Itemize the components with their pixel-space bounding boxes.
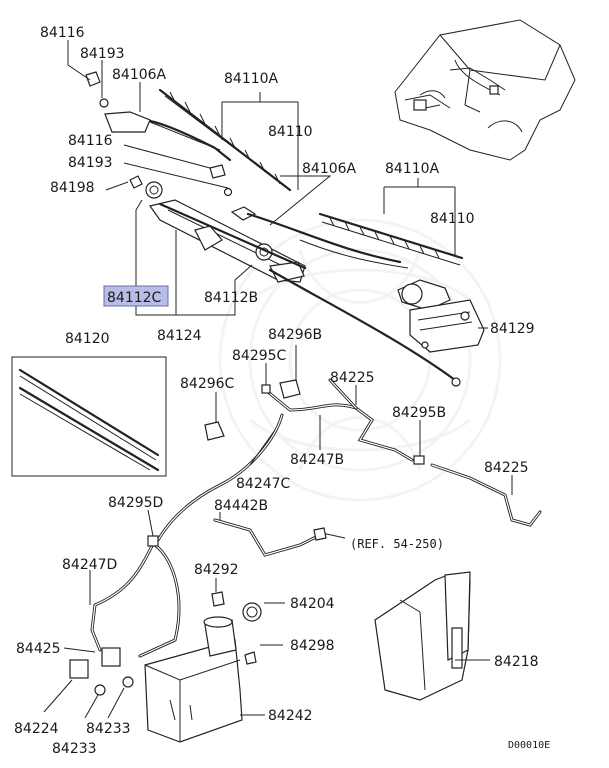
washer-hose-84442B[interactable]: [138, 518, 322, 658]
leader-lines: [43, 40, 513, 719]
nut-84193-mid[interactable]: [223, 187, 233, 197]
diagram-code: D00010E: [508, 740, 550, 751]
label-84442B[interactable]: 84442B: [214, 498, 268, 514]
label-84295C[interactable]: 84295C: [232, 348, 287, 364]
label-84295B[interactable]: 84295B: [392, 405, 446, 421]
grommet-84233-b[interactable]: [122, 676, 134, 688]
label-84116-mid[interactable]: 84116: [68, 133, 113, 149]
label-84112C[interactable]: 84112C: [107, 290, 162, 306]
label-84425[interactable]: 84425: [16, 641, 61, 657]
label-ref-54-250[interactable]: (REF. 54-250): [350, 537, 444, 551]
label-84242[interactable]: 84242: [268, 708, 313, 724]
clip-84296C[interactable]: [204, 421, 225, 441]
blade-refill-box: [11, 356, 167, 477]
washer-pump-84425[interactable]: [69, 647, 121, 679]
label-84193-mid[interactable]: 84193: [68, 155, 113, 171]
label-84233-bottom[interactable]: 84233: [52, 741, 97, 757]
label-84247B[interactable]: 84247B: [290, 452, 344, 468]
wiper-arm-left[interactable]: [104, 111, 232, 162]
label-84204[interactable]: 84204: [290, 596, 335, 612]
bolt-84198[interactable]: [129, 175, 143, 189]
label-84129[interactable]: 84129: [490, 321, 535, 337]
label-84296B[interactable]: 84296B: [268, 327, 322, 343]
label-84292[interactable]: 84292: [194, 562, 239, 578]
nut-84193-top[interactable]: [99, 98, 109, 108]
washer-hose-84247B[interactable]: [266, 390, 414, 462]
label-84247C[interactable]: 84247C: [236, 476, 291, 492]
label-84233-right[interactable]: 84233: [86, 721, 131, 737]
cap-84292[interactable]: [211, 591, 225, 607]
grommet-84204[interactable]: [242, 602, 262, 622]
washer-hose-84225-right[interactable]: [430, 463, 542, 527]
clip-84296B[interactable]: [279, 379, 301, 399]
label-84224[interactable]: 84224: [14, 721, 59, 737]
grommet-84233-a[interactable]: [94, 684, 106, 696]
label-84225-right[interactable]: 84225: [484, 460, 529, 476]
cap-84116-top[interactable]: [85, 71, 101, 87]
label-84247D[interactable]: 84247D: [62, 557, 117, 573]
washer-hose-84225-top[interactable]: [328, 378, 358, 410]
washer-tank-84242[interactable]: [144, 616, 243, 743]
label-84193-top[interactable]: 84193: [80, 46, 125, 62]
cap-84116-mid[interactable]: [209, 164, 226, 179]
wiper-motor-84129[interactable]: [397, 279, 485, 353]
highlight-badge: [103, 285, 169, 307]
label-84218[interactable]: 84218: [494, 654, 539, 670]
label-84110A-left[interactable]: 84110A: [224, 71, 279, 87]
joint-84295C[interactable]: [261, 384, 271, 394]
ref-connector: [313, 527, 346, 541]
joint-84295D[interactable]: [147, 535, 159, 547]
joint-84295B[interactable]: [413, 445, 425, 465]
label-84110-left[interactable]: 84110: [268, 124, 313, 140]
wiper-arm-right[interactable]: [230, 206, 409, 269]
watermark-emblem: [218, 218, 502, 502]
part-labels: 84116 84193 84106A 84110A 84110 84116 84…: [14, 25, 550, 757]
label-84225-top[interactable]: 84225: [330, 370, 375, 386]
label-84110-right[interactable]: 84110: [430, 211, 475, 227]
label-84106A-right[interactable]: 84106A: [302, 161, 357, 177]
label-84124[interactable]: 84124: [157, 328, 202, 344]
linkage-rod-84112C[interactable]: [158, 202, 307, 270]
label-84112B[interactable]: 84112B: [204, 290, 258, 306]
label-84295D[interactable]: 84295D: [108, 495, 163, 511]
wiper-blade-left[interactable]: [158, 88, 292, 192]
washer-hose-84247D[interactable]: [90, 538, 157, 652]
bolt-84298[interactable]: [244, 651, 257, 665]
vehicle-location-illustration: [394, 19, 576, 161]
wiper-blade-right[interactable]: [318, 212, 464, 266]
label-84120[interactable]: 84120: [65, 331, 110, 347]
linkage-rod-84112B[interactable]: [268, 268, 461, 387]
washer-tank-84218[interactable]: [374, 571, 471, 701]
label-84296C[interactable]: 84296C: [180, 376, 235, 392]
label-84198[interactable]: 84198: [50, 180, 95, 196]
label-84106A-left[interactable]: 84106A: [112, 67, 167, 83]
label-84110A-right[interactable]: 84110A: [385, 161, 440, 177]
label-84298[interactable]: 84298: [290, 638, 335, 654]
washer-hose-84247C[interactable]: [156, 413, 284, 542]
wiper-linkage-84124[interactable]: [145, 181, 306, 283]
label-84116-top[interactable]: 84116: [40, 25, 85, 41]
